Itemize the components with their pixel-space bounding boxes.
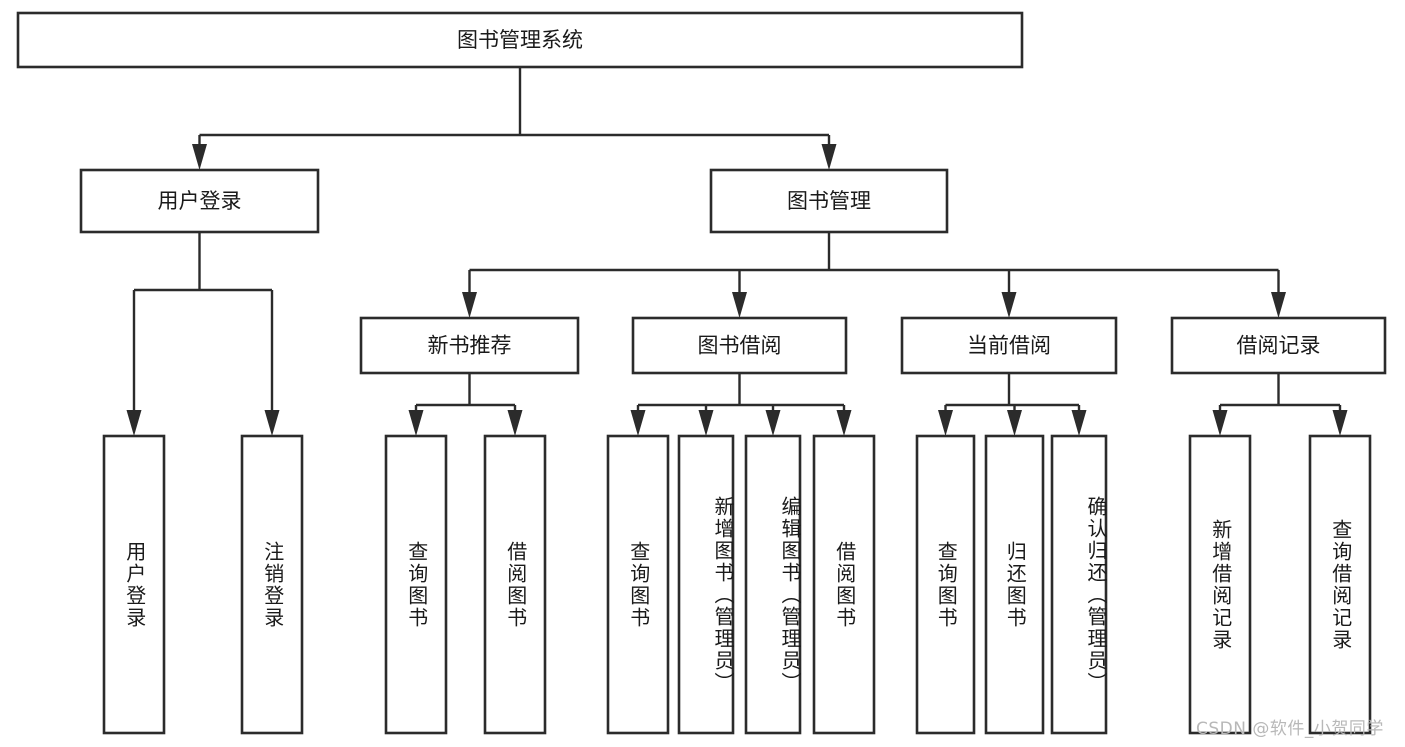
node-box[interactable]: [915, 434, 976, 735]
node-box[interactable]: [240, 434, 304, 735]
node-l3_0[interactable]: 新书推荐: [359, 316, 580, 375]
node-l3_3[interactable]: 借阅记录: [1170, 316, 1387, 375]
arrow-head-icon: [126, 410, 142, 436]
arrow-head-icon: [765, 410, 781, 436]
node-box[interactable]: [16, 11, 1024, 69]
node-l2_0[interactable]: 用户登录: [79, 168, 320, 234]
node-box[interactable]: [984, 434, 1045, 735]
node-box[interactable]: [102, 434, 166, 735]
node-leaf_10[interactable]: [1050, 434, 1108, 735]
node-box[interactable]: [1188, 434, 1252, 735]
node-box[interactable]: [483, 434, 547, 735]
arrow-head-icon: [1007, 410, 1022, 436]
edge-group-l3_1: [630, 373, 852, 436]
arrow-head-icon: [507, 410, 523, 436]
node-box[interactable]: [1050, 434, 1108, 735]
node-leaf_4[interactable]: [606, 434, 670, 735]
arrow-head-icon: [698, 410, 714, 436]
arrow-head-icon: [630, 410, 646, 436]
node-box[interactable]: [709, 168, 949, 234]
node-box[interactable]: [900, 316, 1118, 375]
node-leaf_8[interactable]: [915, 434, 976, 735]
edge-group-l3_0: [408, 373, 523, 436]
node-leaf_1[interactable]: [240, 434, 304, 735]
node-leaf_2[interactable]: [384, 434, 448, 735]
edge-group-l3_2: [938, 373, 1087, 436]
node-label: 当前借阅: [967, 334, 1051, 358]
node-leaf_6[interactable]: [744, 434, 802, 735]
node-label: 图书管理系统: [457, 28, 583, 52]
arrow-head-icon: [192, 144, 207, 170]
node-label: 借阅记录: [1237, 334, 1321, 358]
node-box[interactable]: [1170, 316, 1387, 375]
arrow-head-icon: [1071, 410, 1087, 436]
arrow-head-icon: [1212, 410, 1228, 436]
node-root[interactable]: 图书管理系统: [16, 11, 1024, 69]
node-label: 图书借阅: [698, 334, 782, 358]
node-leaf_7[interactable]: [812, 434, 876, 735]
arrow-head-icon: [264, 410, 280, 436]
edge-group-l2_1: [462, 232, 1286, 318]
node-box[interactable]: [812, 434, 876, 735]
node-box[interactable]: [631, 316, 848, 375]
edge-group-root: [192, 67, 837, 170]
node-leaf_11[interactable]: [1188, 434, 1252, 735]
node-box[interactable]: [677, 434, 735, 735]
node-box[interactable]: [1308, 434, 1372, 735]
node-box[interactable]: [79, 168, 320, 234]
node-l3_2[interactable]: 当前借阅: [900, 316, 1118, 375]
node-box[interactable]: [606, 434, 670, 735]
node-l2_1[interactable]: 图书管理: [709, 168, 949, 234]
arrow-head-icon: [732, 292, 747, 318]
node-leaf_12[interactable]: [1308, 434, 1372, 735]
arrow-head-icon: [836, 410, 852, 436]
watermark: CSDN @软件_小贺同学: [1196, 719, 1384, 739]
node-box[interactable]: [744, 434, 802, 735]
node-leaf_5[interactable]: [677, 434, 735, 735]
arrow-head-icon: [1332, 410, 1348, 436]
node-label: 图书管理: [787, 189, 871, 213]
arrow-head-icon: [1271, 292, 1286, 318]
node-box[interactable]: [359, 316, 580, 375]
node-l3_1[interactable]: 图书借阅: [631, 316, 848, 375]
edge-group-l3_3: [1212, 373, 1348, 436]
node-leaf_9[interactable]: [984, 434, 1045, 735]
node-leaf_0[interactable]: [102, 434, 166, 735]
edge-group-l2_0: [126, 232, 280, 436]
arrow-head-icon: [1001, 292, 1017, 318]
arrow-head-icon: [938, 410, 953, 436]
node-box[interactable]: [384, 434, 448, 735]
node-label: 用户登录: [158, 189, 242, 213]
arrow-head-icon: [462, 292, 477, 318]
node-label: 新书推荐: [428, 334, 512, 358]
edge-layer: [126, 67, 1348, 436]
arrow-head-icon: [408, 410, 424, 436]
arrow-head-icon: [821, 144, 837, 170]
node-leaf_3[interactable]: [483, 434, 547, 735]
